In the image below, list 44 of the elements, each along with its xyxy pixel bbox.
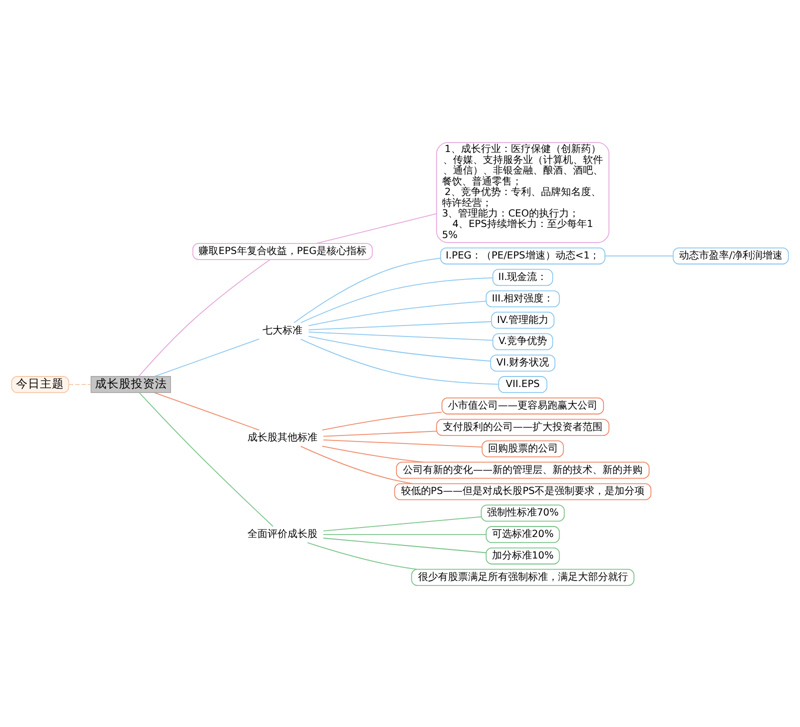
- connector: [300, 338, 500, 384]
- node-box: VI.财务状况: [490, 354, 556, 372]
- node-box: II.现金流：: [492, 268, 554, 286]
- node-box: 较低的PS——但是对成长股PS不是强制要求，是加分项: [394, 482, 652, 500]
- node-box: 支付股利的公司——扩大投资者范围: [436, 418, 610, 436]
- node-box: 赚取EPS年复合收益，PEG是核心指标: [192, 242, 373, 260]
- connector: [316, 212, 438, 244]
- connector: [308, 335, 491, 361]
- connector: [322, 411, 442, 430]
- connector: [308, 331, 494, 340]
- connector: [322, 445, 424, 462]
- connector: [154, 392, 260, 430]
- node-box: 1、成长行业：医疗保健（创新药）、传媒、支持服务业（计算机、软件、通信）、非银金融、酿酒、酒吧、餐饮、普通零售； 2、竞争优势：专利、品牌知名度、特许经营； 3、管理能力：CEO的执行力； 4、EPS持续增长力：至少每年15%: [436, 142, 610, 243]
- connector: [139, 392, 274, 526]
- connector: [322, 430, 437, 436]
- node-text: 全面评价成长股: [248, 528, 318, 540]
- node-box: 今日主题: [11, 376, 70, 393]
- node-box: 回购股票的公司: [482, 440, 564, 457]
- connector: [294, 257, 441, 323]
- node-box: 加分标准10%: [486, 546, 560, 564]
- connector: [154, 338, 260, 376]
- node-box: 很少有股票满足所有强制标准，满足大部分就行: [411, 568, 634, 586]
- node-box: 小市值公司——更容易跑赢大公司: [442, 396, 604, 414]
- node-box: VII.EPS: [498, 376, 548, 393]
- node-box: IV.管理能力: [491, 311, 554, 328]
- connector: [138, 258, 270, 376]
- node-box: 可选标准20%: [486, 526, 560, 543]
- connector: [322, 438, 482, 447]
- node-text: 七大标准: [262, 324, 303, 336]
- connector: [308, 300, 487, 326]
- connector: [308, 320, 492, 330]
- node-box: 公司有新的变化——新的管理层、新的技术、新的并购: [396, 461, 650, 478]
- node-box: I.PEG：（PE/EPS增速）动态<1；: [440, 246, 606, 264]
- node-text: 成长股其他标准: [248, 432, 318, 444]
- connector: [300, 276, 494, 323]
- connector: [307, 542, 418, 570]
- connector: [604, 255, 674, 256]
- connector: [322, 537, 487, 553]
- node-box: 成长股投资法: [90, 376, 171, 393]
- node-box: III.相对强度：: [486, 290, 560, 307]
- connector: [322, 516, 482, 531]
- node-box: V.竞争优势: [492, 332, 554, 350]
- node-box: 强制性标准70%: [480, 504, 565, 522]
- node-box: 动态市盈率/净利润增速: [672, 246, 789, 264]
